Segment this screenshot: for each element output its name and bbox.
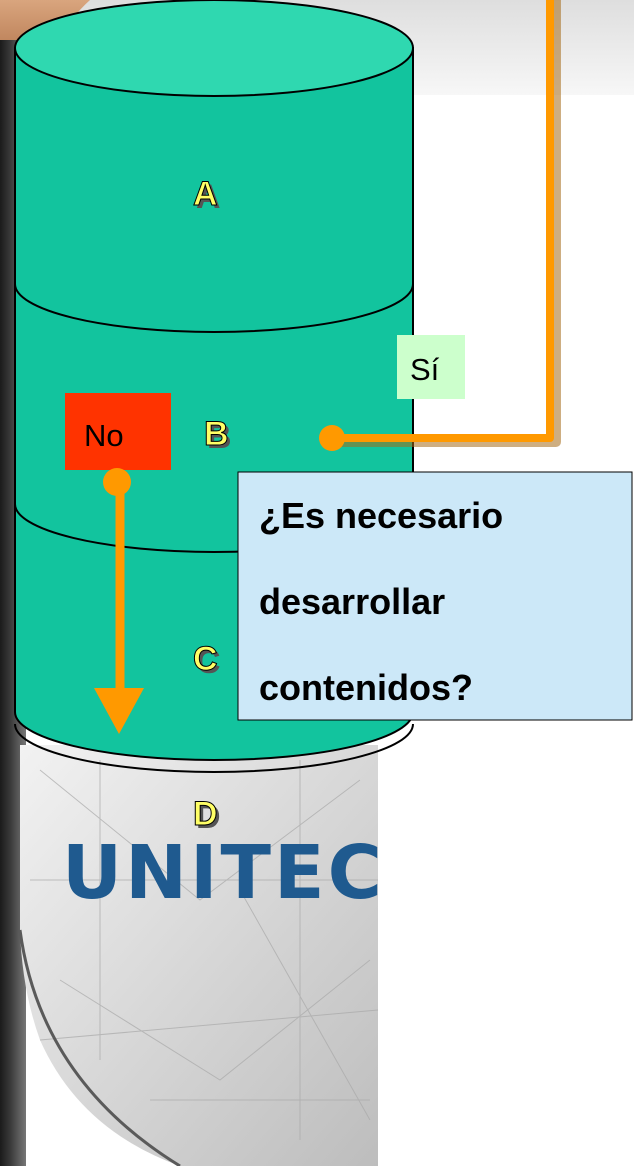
unitec-logo: UNITEC	[62, 830, 385, 916]
yes-connector	[319, 0, 561, 451]
svg-text:D: D	[196, 798, 221, 836]
photo-corner	[0, 0, 90, 40]
svg-text:A: A	[193, 175, 218, 213]
svg-text:A: A	[196, 178, 221, 216]
svg-text:B: B	[204, 415, 229, 453]
divider-arc-ab	[14, 283, 414, 333]
yes-label: Sí	[410, 352, 440, 387]
segment-label-c: C C	[193, 640, 221, 682]
question-line-2: desarrollar	[259, 581, 445, 622]
no-label: No	[84, 418, 124, 453]
yes-connector-dot	[319, 425, 345, 451]
svg-text:C: C	[196, 643, 221, 681]
question-line-3: contenidos?	[259, 667, 473, 708]
svg-text:B: B	[207, 418, 232, 456]
no-label-box	[65, 393, 171, 470]
yes-label-box	[397, 335, 465, 399]
question-box	[237, 471, 633, 721]
no-connector	[94, 468, 144, 734]
segment-label-b: B B	[204, 415, 232, 457]
svg-text:D: D	[193, 795, 218, 833]
question-line-1: ¿Es necesario	[259, 495, 503, 536]
divider-arc-cd	[14, 723, 414, 773]
segment-label-d: D D	[193, 795, 221, 837]
no-connector-dot	[103, 468, 131, 496]
svg-text:C: C	[193, 640, 218, 678]
down-arrow-icon	[94, 688, 144, 734]
logo-backdrop	[18, 745, 379, 1166]
cylinder-top	[14, 0, 414, 97]
segment-label-a: A A	[193, 175, 221, 217]
